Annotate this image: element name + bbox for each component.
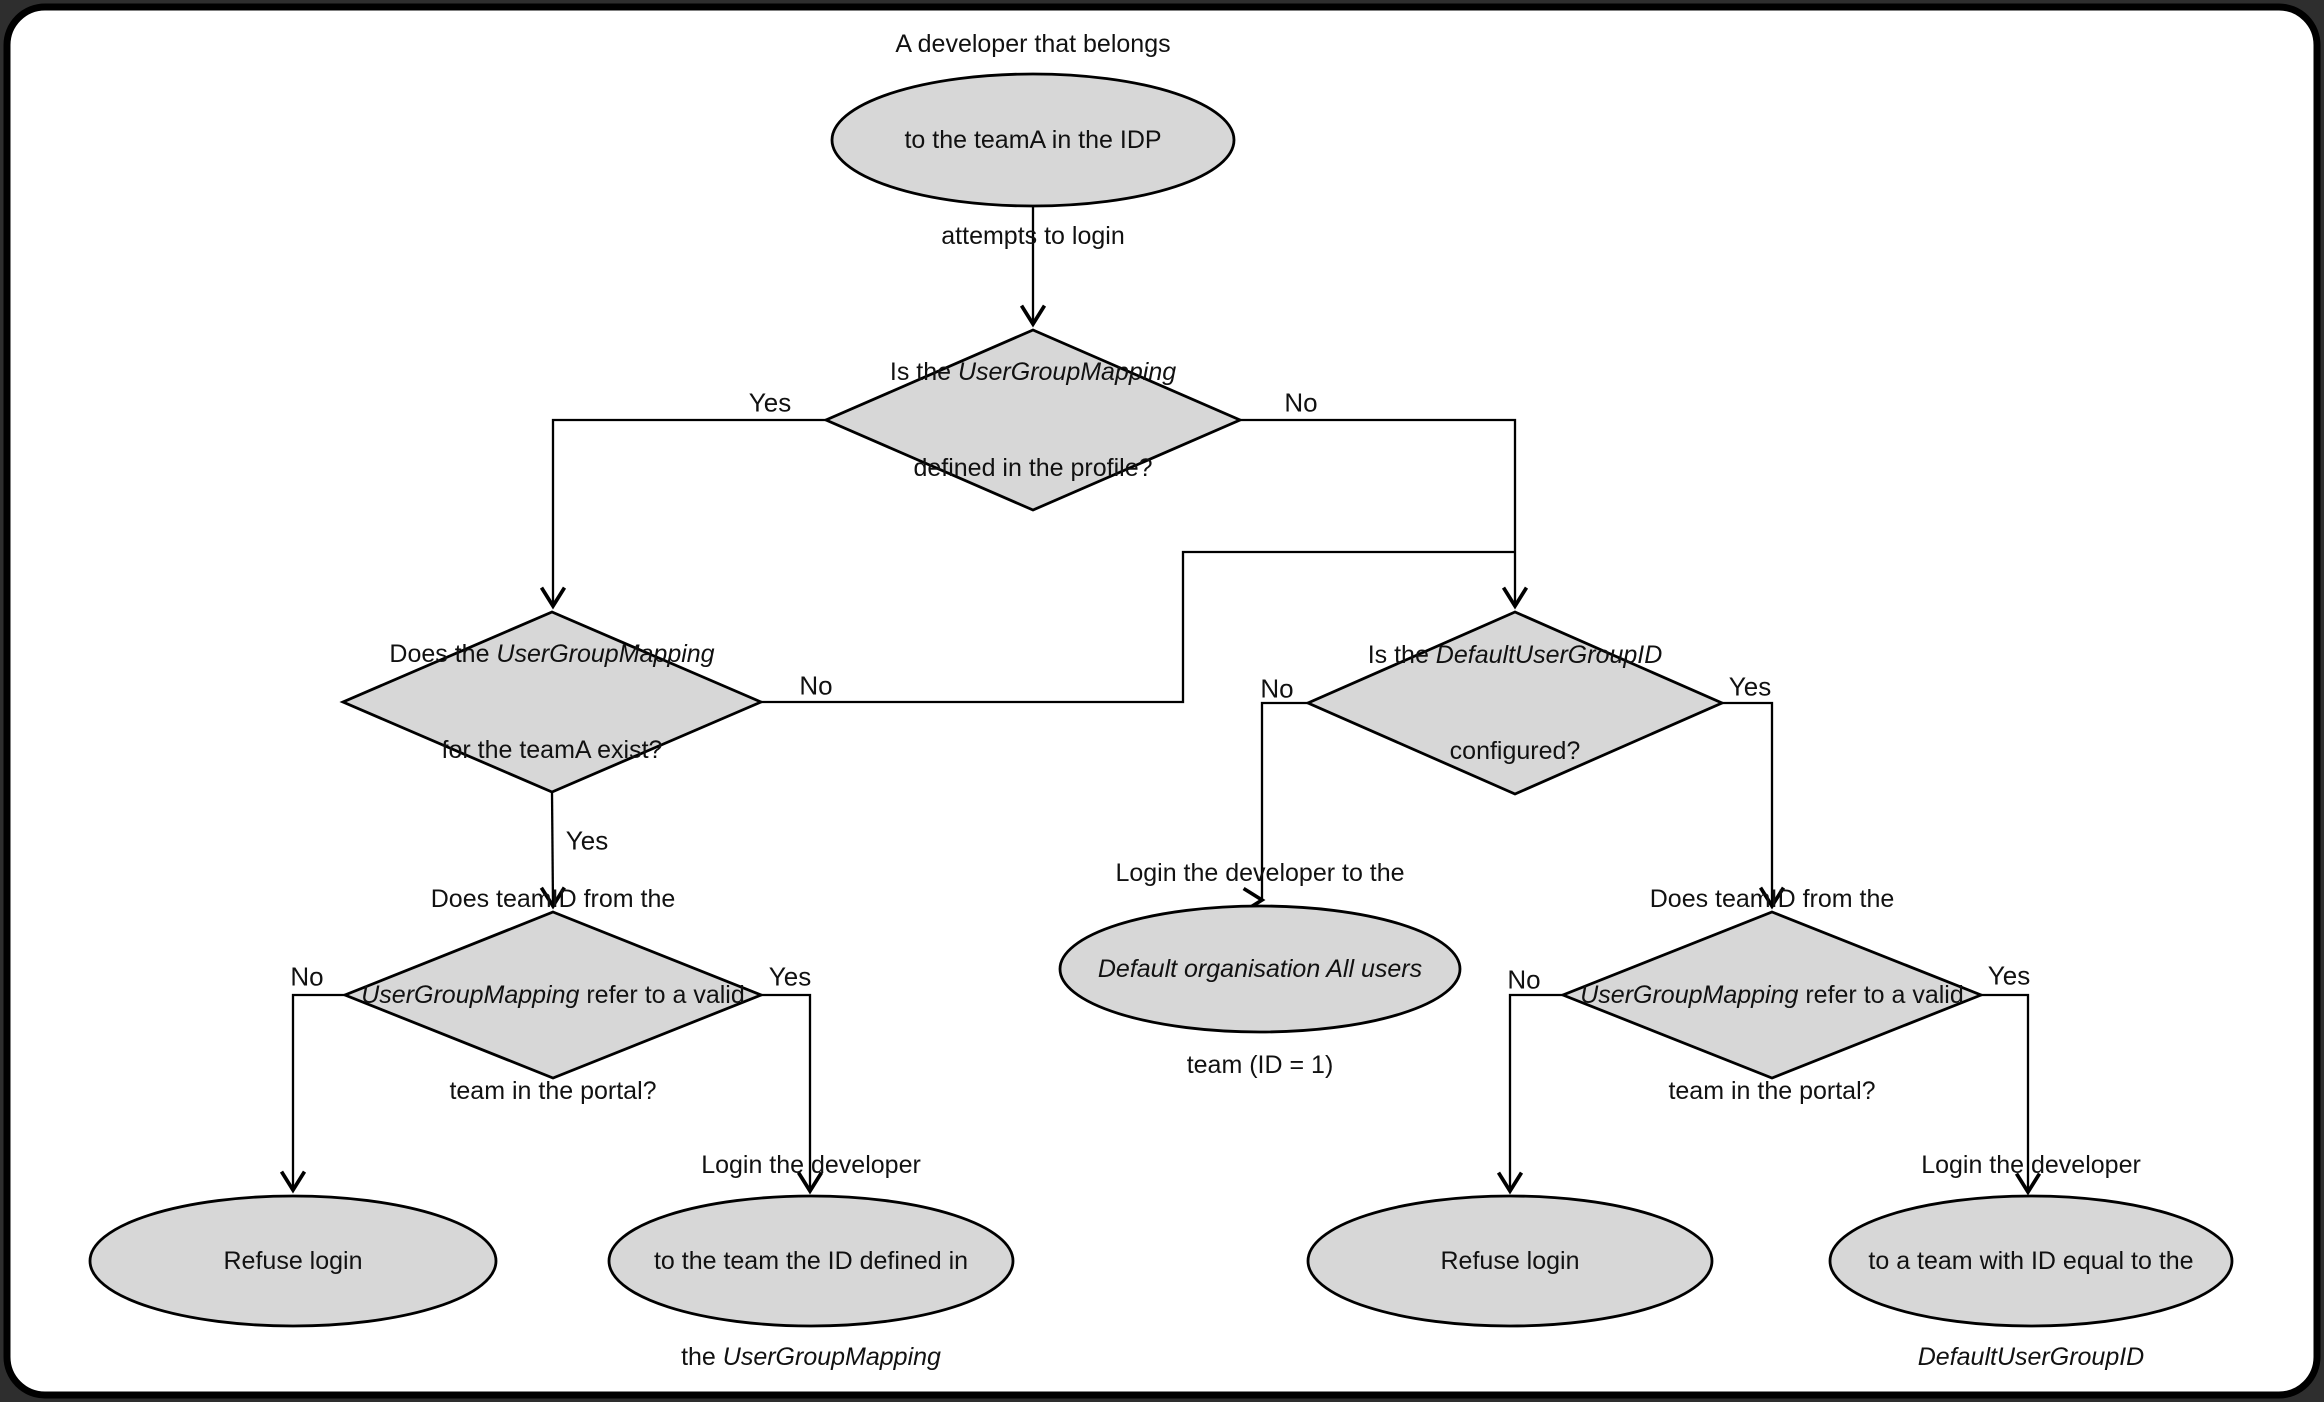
edge-label-valid-left-yes: Yes: [768, 961, 812, 992]
node-mapping-exists-label: Does the UserGroupMapping for the teamA …: [389, 640, 715, 764]
node-refuse-left-label: Refuse login: [223, 1247, 363, 1275]
edge-label-defined-no: No: [1284, 387, 1318, 418]
node-start-shape: [830, 72, 1236, 208]
node-default-configured-shape: [1304, 610, 1726, 796]
node-login-default-group-label: Login the developer to a team with ID eq…: [1868, 1151, 2194, 1371]
node-mapping-defined-label: Is the UserGroupMapping defined in the p…: [889, 358, 1177, 482]
node-login-mapping-team-shape: [607, 1194, 1015, 1328]
node-login-default-org-label: Login the developer to the Default organ…: [1097, 859, 1423, 1079]
edge-default-yes: [1722, 701, 1786, 910]
node-mapping-exists-shape: [339, 610, 765, 794]
edge-label-valid-left-no: No: [290, 961, 324, 992]
node-login-default-org-shape: [1058, 904, 1462, 1034]
edge-defined-yes: [539, 418, 826, 610]
node-mapping-defined-shape: [822, 328, 1244, 512]
edge-label-defined-yes: Yes: [748, 387, 792, 418]
edge-defined-no: [1240, 418, 1529, 610]
edge-label-exists-yes: Yes: [565, 825, 609, 856]
node-refuse-right-shape: [1306, 1194, 1714, 1328]
node-start-label: A developer that belongs to the teamA in…: [895, 30, 1171, 250]
node-teamid-valid-right-shape: [1559, 910, 1985, 1080]
edge-label-exists-no: No: [799, 670, 833, 701]
node-teamid-valid-left-shape: [341, 910, 765, 1080]
node-login-mapping-team-label: Login the developer to the team the ID d…: [653, 1151, 969, 1371]
edge-label-valid-right-no: No: [1507, 964, 1541, 995]
edge-valid-left-no: [279, 993, 345, 1194]
edge-label-default-no: No: [1260, 673, 1294, 704]
edge-exists-yes: [539, 791, 566, 910]
edge-valid-right-yes: [1981, 993, 2042, 1196]
node-refuse-left-shape: [88, 1194, 498, 1328]
edge-label-default-yes: Yes: [1728, 671, 1772, 702]
edge-label-valid-right-yes: Yes: [1987, 960, 2031, 991]
edge-valid-right-no: [1496, 993, 1563, 1195]
edge-default-no: [1248, 701, 1308, 904]
node-teamid-valid-right-label: Does teamID from the UserGroupMapping re…: [1580, 885, 1964, 1105]
node-login-default-group-shape: [1828, 1194, 2234, 1328]
node-teamid-valid-left-label: Does teamID from the UserGroupMapping re…: [361, 885, 745, 1105]
edge-exists-no: [761, 550, 1515, 704]
edge-valid-left-yes: [761, 993, 824, 1195]
node-refuse-right-label: Refuse login: [1440, 1247, 1580, 1275]
node-default-configured-label: Is the DefaultUserGroupID configured?: [1367, 641, 1663, 765]
